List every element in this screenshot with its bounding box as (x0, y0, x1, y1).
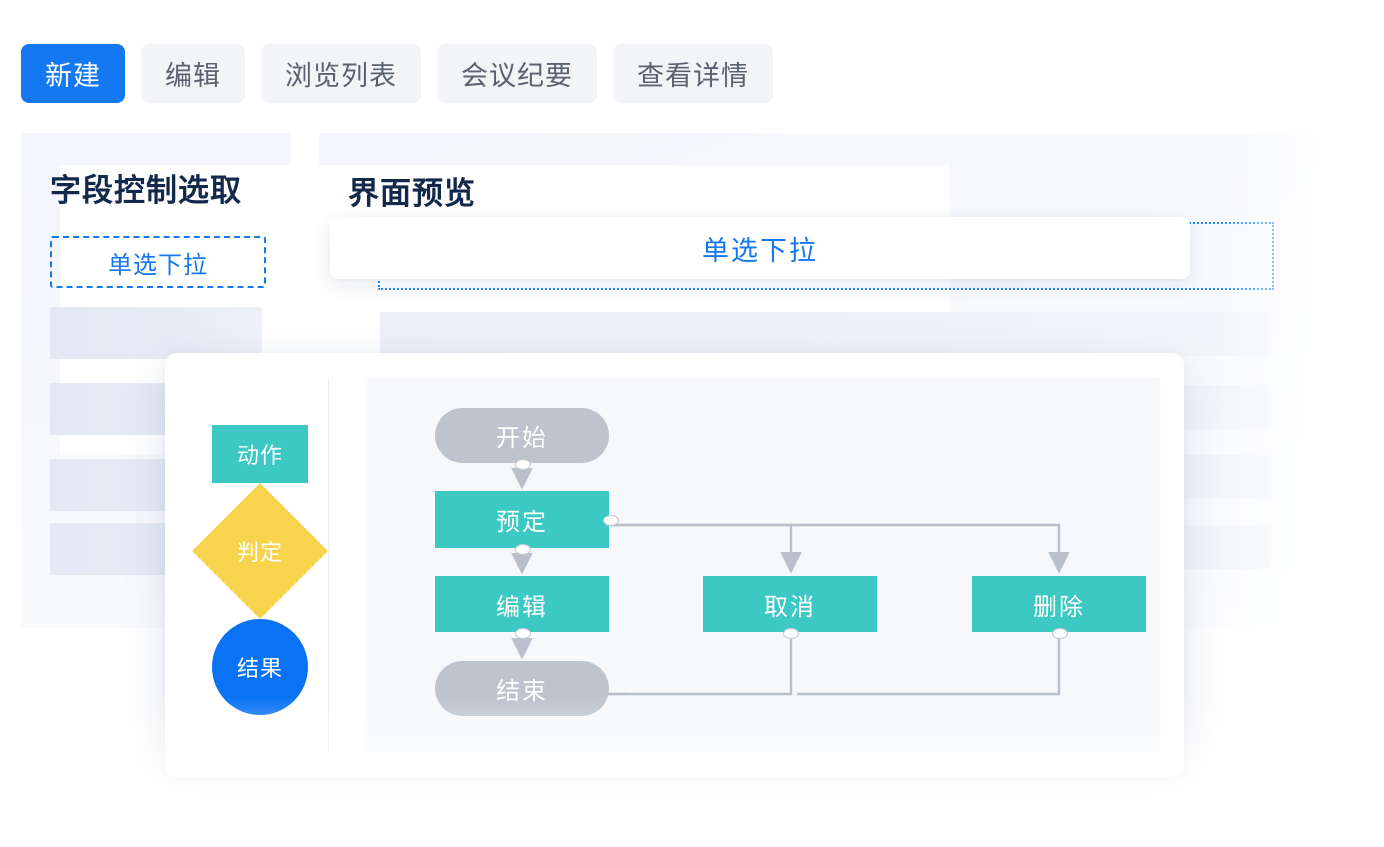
tab-label: 会议纪要 (461, 61, 573, 91)
field-placeholder-row (50, 307, 262, 359)
node-port[interactable] (515, 544, 531, 555)
palette-item-label: 动作 (236, 443, 283, 468)
tab-new[interactable]: 新建 (21, 44, 125, 103)
palette-item-action[interactable]: 动作 (212, 425, 308, 483)
flow-connectors (511, 463, 1070, 705)
field-chip-single-select[interactable]: 单选下拉 (50, 236, 266, 288)
flow-node-label: 编辑 (496, 593, 548, 621)
flow-canvas[interactable]: 开始 预定 编辑 取消 删除 结束 (367, 378, 1160, 752)
tab-label: 编辑 (165, 61, 221, 91)
node-port[interactable] (783, 628, 799, 639)
flow-editor-modal: 动作 判定 结果 (165, 353, 1184, 777)
flow-node-delete[interactable]: 删除 (972, 576, 1146, 632)
preview-placeholder-row (380, 312, 1270, 356)
flow-node-start[interactable]: 开始 (435, 408, 609, 463)
flow-node-label: 结束 (496, 678, 548, 705)
preview-field-label: 单选下拉 (702, 235, 818, 266)
tab-meeting-minutes[interactable]: 会议纪要 (437, 44, 597, 103)
flow-node-end[interactable]: 结束 (435, 661, 609, 716)
flow-node-label: 预定 (496, 509, 548, 536)
tab-edit[interactable]: 编辑 (141, 44, 245, 103)
node-port[interactable] (515, 459, 531, 470)
flow-node-edit[interactable]: 编辑 (435, 576, 609, 632)
palette-item-result[interactable]: 结果 (212, 619, 308, 715)
flow-node-book[interactable]: 预定 (435, 491, 609, 548)
flow-node-label: 取消 (764, 593, 816, 621)
field-control-title: 字段控制选取 (50, 173, 242, 208)
flow-node-label: 删除 (1033, 593, 1085, 621)
field-chip-label: 单选下拉 (108, 251, 208, 279)
palette-item-decision[interactable]: 判定 (192, 483, 328, 619)
flow-node-cancel[interactable]: 取消 (703, 576, 877, 632)
tab-bar: 新建 编辑 浏览列表 会议纪要 查看详情 (21, 44, 773, 103)
node-port[interactable] (1052, 628, 1068, 639)
palette-item-label: 结果 (236, 656, 283, 681)
tab-label: 查看详情 (637, 61, 749, 91)
tab-browse-list[interactable]: 浏览列表 (261, 44, 421, 103)
tab-view-detail[interactable]: 查看详情 (613, 44, 773, 103)
tab-label: 浏览列表 (285, 61, 397, 91)
node-port[interactable] (603, 515, 619, 526)
preview-field-card[interactable]: 单选下拉 (330, 217, 1190, 279)
node-port[interactable] (515, 628, 531, 639)
tab-label: 新建 (45, 61, 101, 91)
flow-node-label: 开始 (496, 425, 548, 452)
interface-preview-title: 界面预览 (348, 176, 476, 211)
modal-divider (328, 378, 329, 753)
palette-item-label: 判定 (236, 539, 284, 565)
